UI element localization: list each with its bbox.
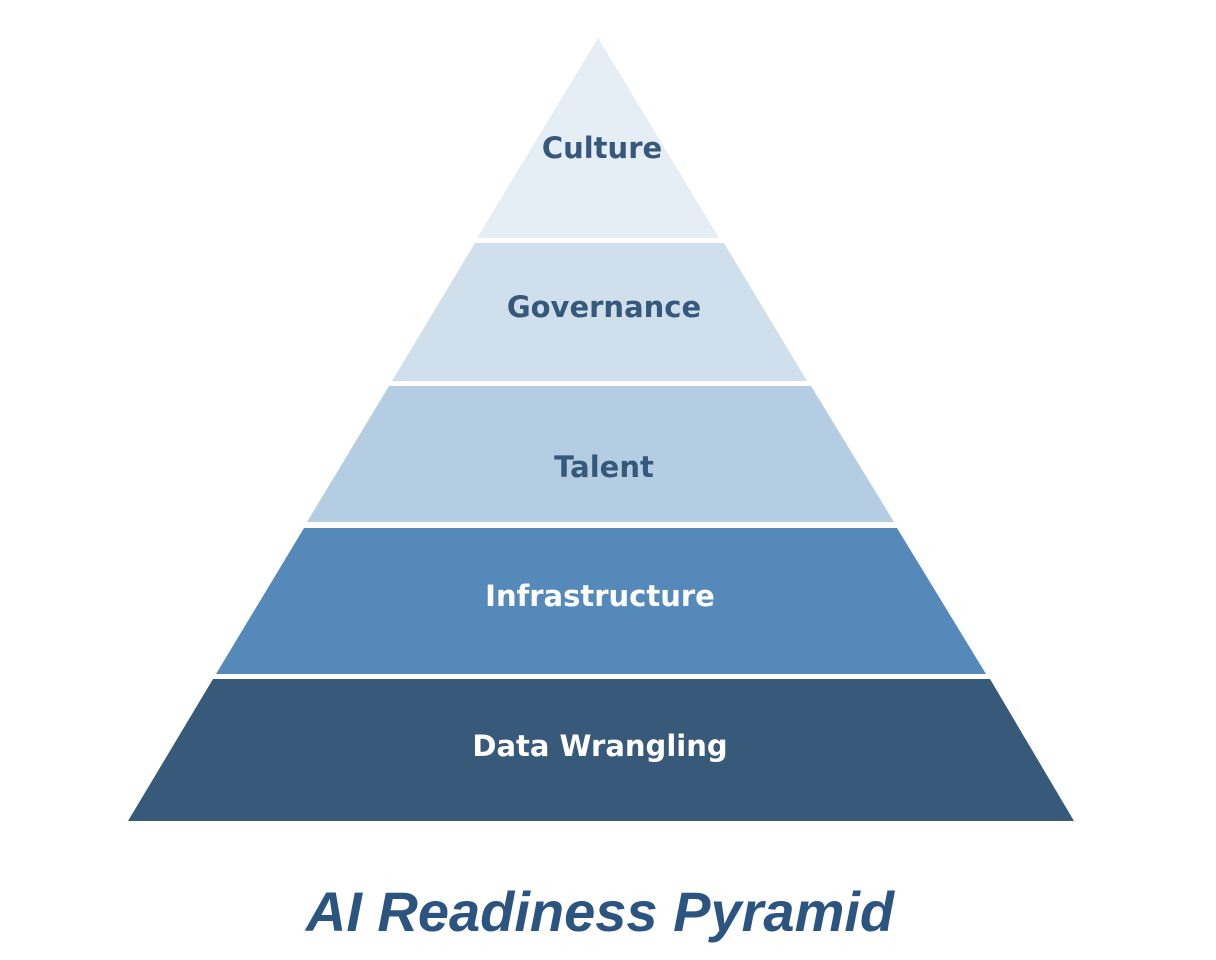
level-governance-label: Governance <box>507 290 701 324</box>
level-governance-shape <box>392 243 807 381</box>
level-infrastructure-label: Infrastructure <box>485 579 715 613</box>
level-data-wrangling-shape <box>128 679 1074 821</box>
level-culture-shape <box>477 38 719 238</box>
level-talent-label: Talent <box>554 450 654 484</box>
level-infrastructure-shape <box>216 528 986 674</box>
level-culture-label: Culture <box>542 131 662 165</box>
level-talent-shape <box>307 386 894 522</box>
diagram-title: AI Readiness Pyramid <box>305 880 895 943</box>
level-data-wrangling-label: Data Wrangling <box>472 729 727 763</box>
